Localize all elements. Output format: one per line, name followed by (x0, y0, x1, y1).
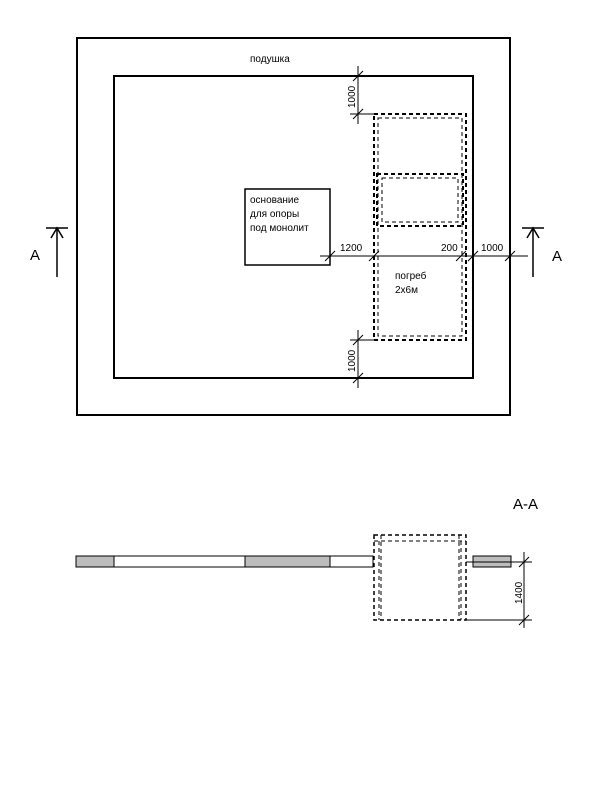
slab-outline (113, 75, 474, 379)
cellar-inner-outline (377, 117, 463, 337)
dim-top (350, 66, 374, 124)
support-label-line-1: основание (250, 195, 300, 206)
dim-horizontal (320, 250, 528, 262)
dim-depth-label: 1400 (514, 581, 525, 604)
dim-depth (466, 552, 532, 628)
section-view: А-А 1400 (75, 496, 538, 628)
cushion-outline (76, 37, 511, 416)
cellar-hatch-inner (381, 177, 459, 223)
cellar-label-line-2: 2х6м (395, 285, 418, 296)
section-title: А-А (513, 496, 538, 513)
cellar-hatch (376, 173, 464, 227)
section-cellar (373, 534, 467, 621)
support-base (244, 188, 331, 266)
section-marker-right (522, 226, 544, 277)
section-marker-left (46, 226, 68, 277)
dim-bottom-label: 1000 (347, 349, 358, 372)
dim-1000-right-label: 1000 (481, 243, 504, 254)
section-marker-right-label: А (552, 248, 562, 265)
dim-bottom (350, 330, 374, 388)
plan-view: подушка основание для опоры под монолит … (30, 37, 562, 416)
cushion-label: подушка (250, 54, 290, 65)
dim-1200-label: 1200 (340, 243, 363, 254)
support-label-line-3: под монолит (250, 223, 309, 234)
section-footing-middle (244, 555, 331, 568)
section-marker-left-label: А (30, 247, 40, 264)
cellar-outline (373, 113, 467, 341)
cellar-label-line-1: погреб (395, 270, 427, 282)
section-footing-left (75, 555, 115, 568)
support-label-line-2: для опоры (250, 209, 299, 220)
dim-200-label: 200 (441, 243, 458, 254)
dim-top-label: 1000 (347, 85, 358, 108)
